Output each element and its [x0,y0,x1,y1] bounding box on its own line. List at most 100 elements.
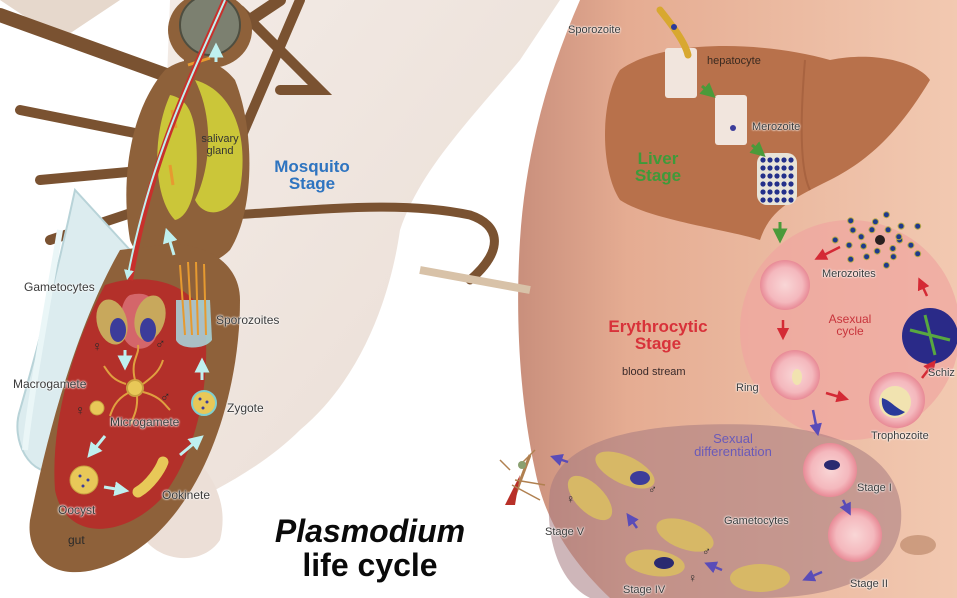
salivary-gland-label-line-2: gland [206,145,234,158]
merozoite-dot [847,255,855,263]
navel [900,535,936,555]
trophozoite-label: Trophozoite [871,430,929,442]
merozoite-dot [882,261,890,269]
liver-merozoite-dot [788,189,794,195]
zygote-label: Zygote [227,401,264,415]
mosquito-stage-heading-line-1: Mosquito [274,157,350,176]
rbc-merozoite-entry [760,260,810,310]
female-symbol: ♀ [75,402,86,418]
infected-hepatocyte-cell [715,95,747,145]
mosquito-stage-heading: Mosquito Stage [262,158,362,192]
liver-merozoite-dot [767,165,773,171]
oocyst-cell [69,465,99,495]
schizont-cell [902,308,957,364]
blood-stream-label: blood stream [622,366,686,378]
liver-stage-heading: Liver Stage [618,150,698,184]
macrogamete-label: Macrogamete [13,377,87,391]
oocyst-label: Oocyst [58,503,96,517]
liver-merozoite-dot [781,165,787,171]
liver-merozoite-dot [760,165,766,171]
erythrocytic-stage-heading-line-1: Erythrocytic [608,317,708,336]
erythrocytic-stage-heading: Erythrocytic Stage [588,318,728,352]
small-mosquito [499,449,546,505]
liver-merozoite-dot [760,181,766,187]
schizont-label: Schiz [928,367,955,379]
liver-merozoite-dot [774,181,780,187]
liver-merozoite-dot [788,173,794,179]
gametocyte-cells [567,451,790,592]
mosquito-gametocytes [96,295,166,345]
erythrocytic-stage-heading-line-2: Stage [634,334,682,353]
sexual-differentiation-heading-line-2: differentiation [694,444,772,459]
liver-merozoite-dot [767,157,773,163]
merozoite-dot [914,250,922,258]
microgamete-cell [103,344,171,426]
merozoite-dot [889,253,897,261]
liver-merozoite-dot [760,197,766,203]
stage-2-label: Stage II [850,578,888,590]
merozoite-dot [897,222,905,230]
merozoite-dot [845,241,853,249]
sporozoite-cell [656,6,692,59]
male-symbol: ♂ [155,335,166,351]
sporozoite-label: Sporozoite [568,24,621,36]
ingestion-arrow [124,0,226,280]
title-line-1: Plasmodium [274,513,466,549]
stage-1-label: Stage I [857,482,892,494]
rbc-stage-1 [803,443,857,497]
title-line-2: life cycle [302,546,438,583]
merozoite-dot [889,245,897,252]
liver-merozoite-dot [767,189,773,195]
hepatocyte-label: hepatocyte [707,55,761,67]
diagram-title: Plasmodium life cycle [255,513,485,583]
merozoite-dot [914,222,922,230]
merozoite-dot [873,247,881,255]
liver-merozoite-dot [774,189,780,195]
merozoite-dot [871,218,879,226]
male-symbol: ♂ [160,388,171,404]
liver-merozoite-dot [781,157,787,163]
mosquito-cycle-arrows [87,42,224,497]
liver-merozoite-dot [767,181,773,187]
zygote-cell [191,390,217,416]
asexual-arrows [776,245,936,403]
rbc-stage-2 [828,508,882,562]
asexual-cycle-heading-line-2: cycle [836,324,864,338]
liver-merozoite-dot [774,173,780,179]
ookinete-label: Ookinete [162,488,211,502]
liver-merozoite-dot [774,157,780,163]
salivary-gland [157,56,243,220]
liver-merozoite-dot [788,181,794,187]
salivary-gland-label-line-1: salivary [201,133,239,145]
merozoite-dot [895,233,903,241]
merozoite-dot [831,236,839,244]
merozoite-dot [868,226,876,234]
stage-4-label: Stage IV [623,584,666,596]
sexual-differentiation-heading: Sexual differentiation [668,432,798,458]
merozoite-dot [907,241,915,249]
salivary-gland-label: salivary gland [190,133,250,157]
merozoite-dot [847,217,855,225]
male-symbol: ♂ [702,544,711,558]
female-symbol: ♀ [566,492,575,506]
liver-stage-heading-line-1: Liver [637,149,679,168]
sporozoite-bundle [176,261,212,348]
stage-5-label: Stage V [545,526,585,538]
liver-arrows [699,82,788,244]
macrogamete-cell [89,400,105,416]
merozoite-dot [857,233,865,241]
merozoite-dot [882,211,890,219]
liver-merozoite-dot [760,173,766,179]
male-symbol: ♂ [648,482,657,496]
gametocytes-label: Gametocytes [24,280,95,294]
sporozoites-label: Sporozoites [216,313,280,327]
liver-merozoite-dot [781,173,787,179]
liver-merozoite-dot [788,165,794,171]
gametocytes-blood-label: Gametocytes [724,515,789,527]
liver-schizont [757,153,797,205]
liver-merozoite-dot [760,189,766,195]
liver-merozoite-dot [767,197,773,203]
merozoite-dot [884,226,892,234]
merozoite-dot [863,253,871,261]
